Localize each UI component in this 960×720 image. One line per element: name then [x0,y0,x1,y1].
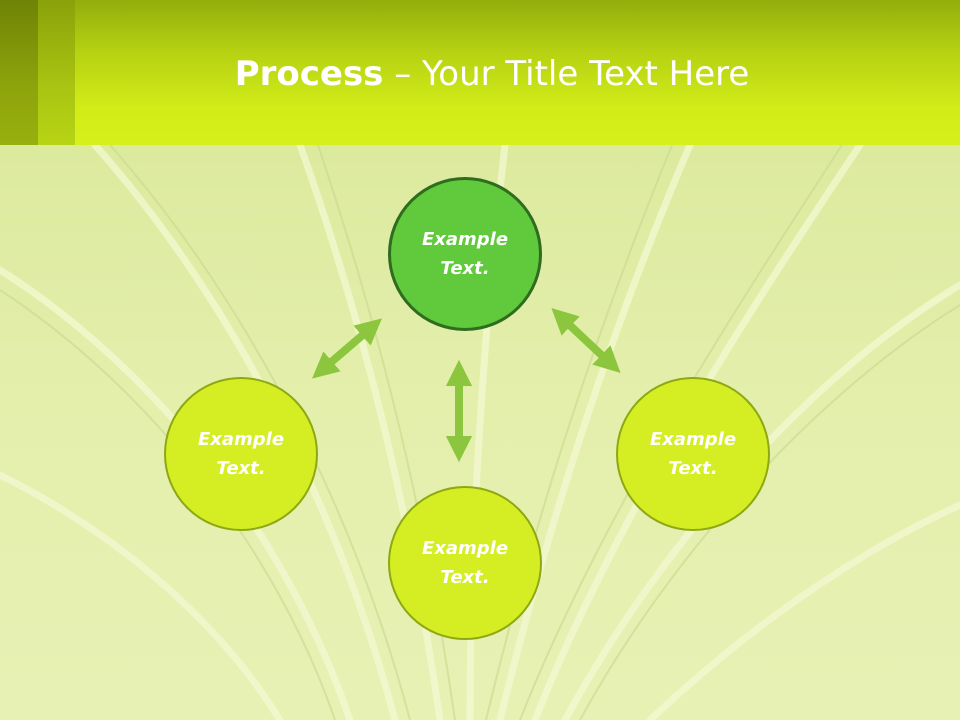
process-node-bottom: Example Text. [388,486,542,640]
node-left-label: Example Text. [197,429,285,479]
arrow-top-right [551,307,621,374]
node-bottom-label: Example Text. [421,538,509,588]
node-right-label: Example Text. [649,429,737,479]
arrow-top-left [311,318,383,379]
node-top-label: Example Text. [421,229,509,279]
title-accent-light [38,0,75,145]
title-bar: Process – Your Title Text Here [0,0,960,145]
process-node-left: Example Text. [164,377,318,531]
slide-title: Process – Your Title Text Here [0,52,960,96]
title-accent-dark [0,0,38,145]
process-node-right: Example Text. [616,377,770,531]
title-bold: Process [234,54,384,94]
process-node-top: Example Text. [388,177,542,331]
title-rest: – Your Title Text Here [383,54,750,94]
